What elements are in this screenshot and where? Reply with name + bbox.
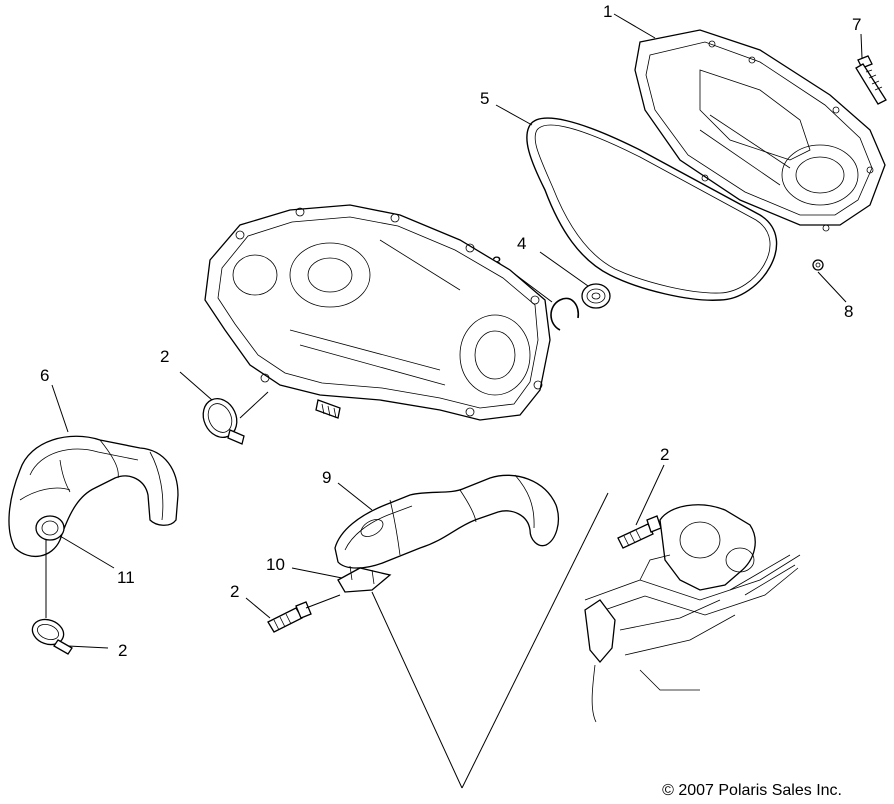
part-2-hose-clamp-lower-left: [31, 618, 73, 655]
part-9-outlet-duct: [334, 474, 560, 569]
callout-4: 4: [517, 234, 526, 253]
callout-2-lower-left: 2: [118, 641, 127, 660]
callout-6: 6: [40, 366, 49, 385]
part-2-screw-right: [617, 515, 662, 549]
part-8-nut: [812, 259, 824, 271]
callout-2-right: 2: [660, 445, 669, 464]
part-1-clutch-cover: [634, 29, 886, 232]
part-5-drive-belt: [526, 117, 778, 301]
callout-10: 10: [266, 555, 285, 574]
part-2-hose-clamp-upper: [202, 398, 245, 445]
part-4-bearing: [581, 283, 611, 309]
part-10-flange: [337, 565, 392, 593]
callout-7: 7: [852, 15, 861, 34]
callout-1: 1: [603, 2, 612, 21]
callout-9: 9: [322, 468, 331, 487]
reference-pointer-lines: [371, 492, 609, 789]
copyright-notice: © 2007 Polaris Sales Inc.: [662, 782, 842, 799]
part-2-screw-lower-middle: [267, 601, 312, 633]
part-6-intake-duct: [8, 435, 179, 558]
callout-5: 5: [480, 89, 489, 108]
part-3-retaining-ring: [550, 297, 580, 331]
callout-2-upper: 2: [160, 347, 169, 366]
vehicle-engine-reference-view: [584, 504, 801, 723]
callout-11: 11: [117, 568, 135, 587]
engine-crankcase: [204, 204, 551, 421]
part-7-bolt: [855, 55, 887, 105]
callout-8: 8: [844, 302, 853, 321]
callout-2-lower-middle: 2: [230, 582, 239, 601]
